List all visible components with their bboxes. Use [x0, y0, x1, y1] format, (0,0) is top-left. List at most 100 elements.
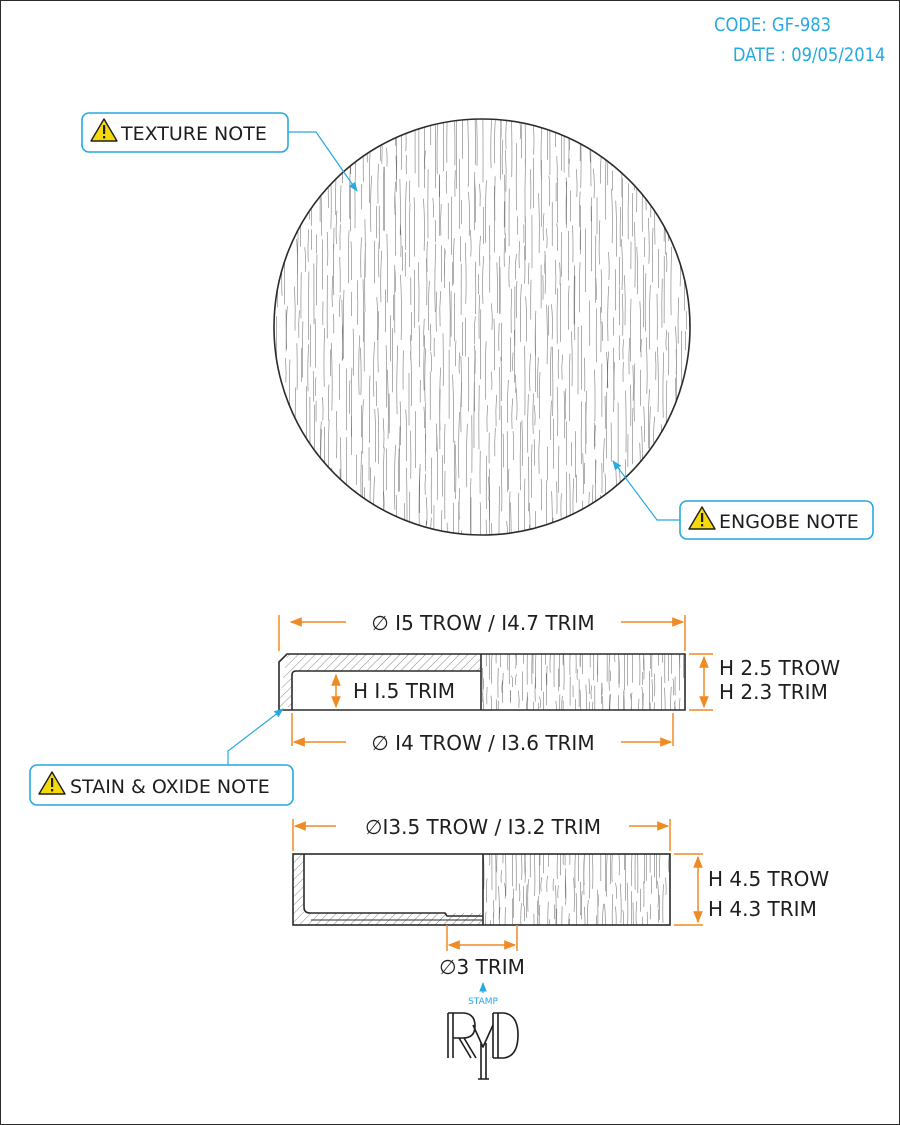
grain-stroke [486, 878, 488, 903]
grain-stroke [644, 273, 647, 332]
grain-stroke [552, 517, 554, 535]
grain-stroke [494, 119, 496, 164]
grain-stroke [641, 686, 644, 710]
code-label: CODE: GF-983 [713, 14, 831, 36]
grain-stroke [619, 467, 621, 523]
grain-stroke [495, 394, 497, 427]
grain-stroke [593, 168, 595, 199]
grain-stroke [620, 883, 622, 924]
grain-stroke [479, 502, 481, 535]
lid-inner-diameter-label: ∅ I4 TROW / I3.6 TRIM [371, 731, 594, 755]
grain-stroke [349, 183, 352, 232]
grain-stroke [613, 362, 615, 401]
grain-stroke [455, 444, 457, 499]
grain-stroke [679, 654, 681, 691]
grain-stroke [499, 906, 501, 925]
grain-stroke [528, 502, 531, 535]
grain-stroke [604, 854, 606, 892]
engobe-note-callout[interactable]: ENGOBE NOTE [612, 460, 874, 540]
grain-stroke [415, 537, 416, 561]
grain-stroke [273, 435, 274, 459]
grain-stroke [501, 473, 503, 512]
grain-stroke [292, 176, 295, 230]
grain-stroke [679, 479, 682, 500]
grain-stroke [615, 906, 617, 925]
stain-oxide-note-callout[interactable]: STAIN & OXIDE NOTE [29, 708, 294, 806]
warning-triangle-icon [38, 771, 66, 795]
grain-stroke [657, 880, 659, 908]
grain-stroke [611, 188, 613, 244]
grain-stroke [303, 164, 305, 207]
grain-stroke [508, 468, 510, 490]
grain-stroke [369, 467, 372, 513]
grain-stroke [609, 670, 611, 682]
grain-stroke [666, 189, 668, 216]
grain-stroke [569, 353, 571, 422]
grain-stroke [580, 401, 583, 464]
grain-stroke [635, 901, 638, 925]
grain-stroke [511, 675, 513, 688]
grain-stroke [370, 175, 372, 232]
grain-stroke [537, 895, 540, 916]
grain-stroke [348, 380, 351, 414]
grain-stroke [646, 505, 648, 535]
grain-stroke [434, 119, 437, 189]
grain-stroke [534, 854, 536, 897]
texture-note-callout[interactable]: TEXTURE NOTE [81, 112, 358, 192]
grain-stroke [436, 430, 438, 500]
grain-stroke [630, 891, 633, 925]
lid-outer-diameter-label: ∅ I5 TROW / I4.7 TRIM [371, 611, 594, 635]
grain-stroke [470, 230, 472, 257]
grain-stroke [584, 906, 586, 925]
grain-stroke [323, 328, 325, 387]
base-grain-texture [483, 854, 670, 925]
grain-stroke [285, 210, 287, 243]
grain-stroke [542, 213, 545, 241]
grain-stroke [679, 119, 682, 188]
grain-stroke [339, 295, 341, 317]
grain-stroke [453, 238, 455, 285]
grain-stroke [664, 448, 666, 479]
grain-stroke [670, 686, 672, 710]
grain-stroke [573, 877, 575, 913]
lid-inner-diameter-dimension: ∅ I4 TROW / I3.6 TRIM [291, 713, 674, 755]
grain-stroke [500, 119, 502, 140]
grain-stroke [470, 478, 472, 535]
wood-grain-texture [273, 119, 690, 561]
grain-stroke [474, 316, 476, 344]
grain-stroke [587, 899, 589, 925]
grain-stroke [580, 881, 582, 916]
grain-stroke [582, 453, 584, 495]
grain-stroke [652, 227, 654, 283]
grain-stroke [525, 296, 527, 342]
grain-stroke [606, 854, 608, 897]
grain-stroke [296, 236, 299, 305]
grain-stroke [523, 654, 524, 664]
grain-stroke [460, 530, 462, 535]
grain-stroke [482, 693, 484, 710]
grain-stroke [633, 363, 636, 422]
grain-stroke [622, 339, 624, 360]
grain-stroke [452, 374, 454, 443]
grain-stroke [532, 119, 535, 155]
grain-stroke [564, 388, 567, 420]
grain-stroke [430, 351, 432, 372]
grain-stroke [568, 913, 570, 925]
grain-stroke [689, 119, 690, 147]
grain-stroke [392, 516, 395, 535]
grain-stroke [557, 349, 560, 379]
grain-stroke [610, 499, 612, 518]
grain-stroke [654, 854, 655, 878]
grain-stroke [501, 139, 504, 175]
grain-stroke [679, 409, 681, 445]
grain-stroke [322, 528, 324, 535]
grain-stroke [465, 242, 467, 304]
grain-stroke [640, 338, 642, 358]
grain-stroke [292, 512, 294, 535]
grain-stroke [496, 262, 498, 314]
grain-stroke [559, 854, 562, 876]
stain-oxide-note-label: STAIN & OXIDE NOTE [70, 776, 270, 798]
grain-stroke [488, 654, 490, 680]
grain-stroke [674, 119, 676, 156]
grain-stroke [650, 875, 653, 894]
